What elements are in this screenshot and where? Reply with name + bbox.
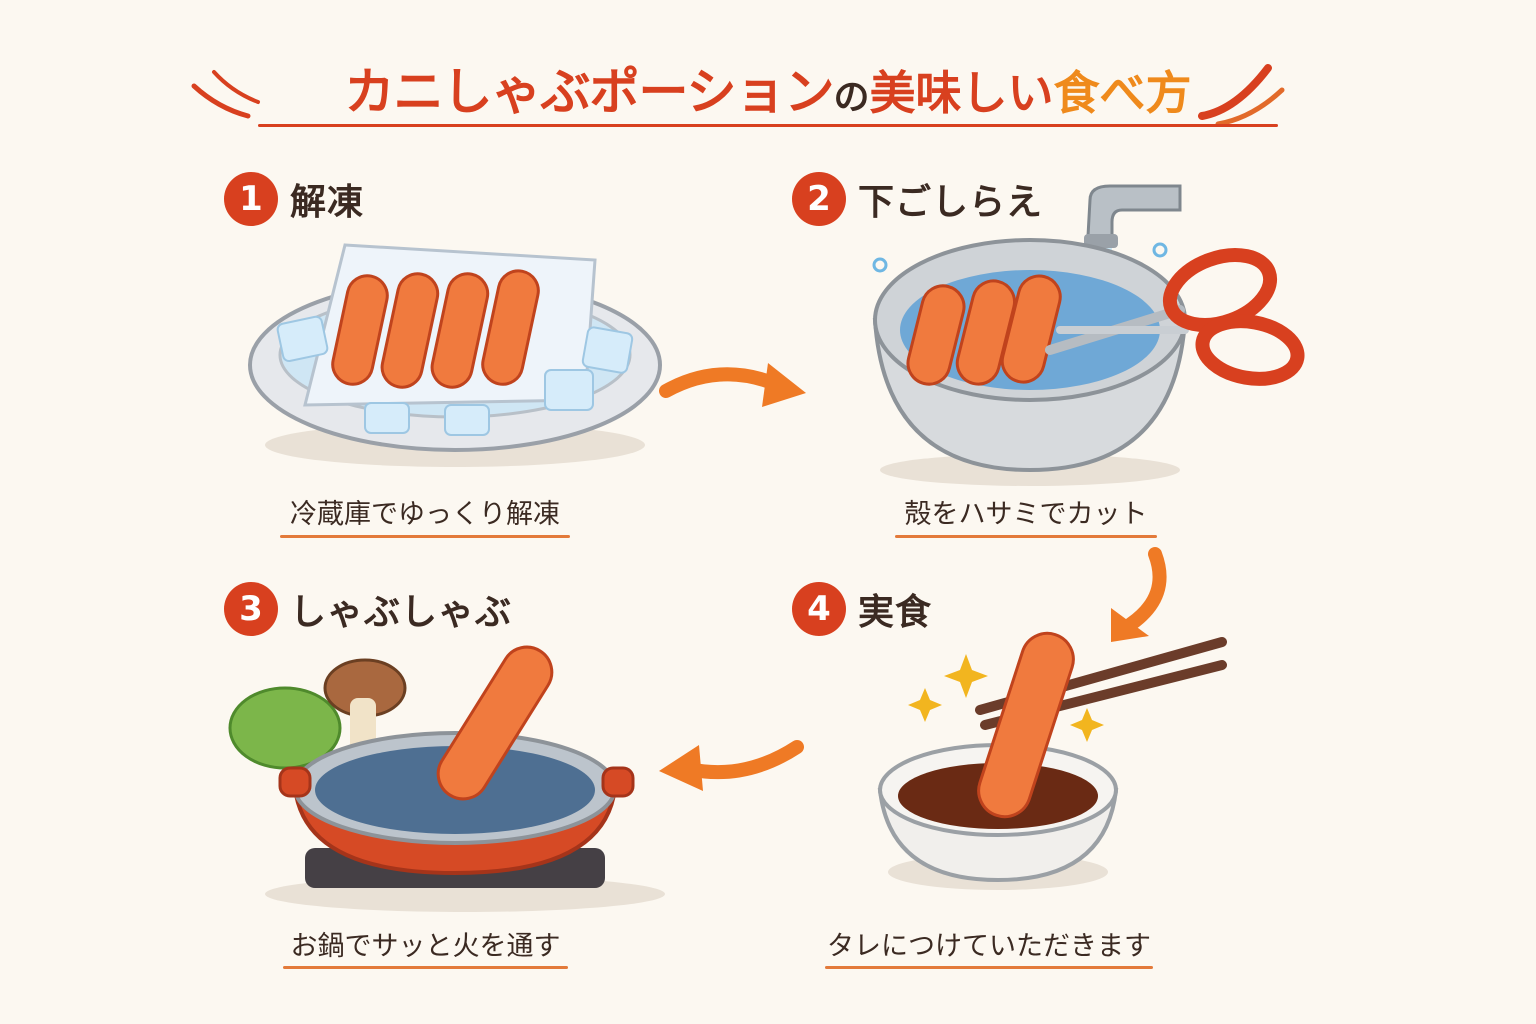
step-1-caption: 冷蔵庫でゆっくり解凍 (290, 499, 560, 530)
step-3-caption-underline (283, 966, 568, 969)
step-4-header: 4 実食 (792, 582, 932, 636)
step-4-number: 4 (792, 582, 846, 636)
step-3-title: しゃぶしゃぶ (290, 592, 513, 633)
dipping-sauce-illustration (877, 631, 1227, 890)
flourish-right-icon (1198, 64, 1285, 127)
step-2-caption: 殻をハサミでカット (904, 499, 1148, 530)
arrow-left-icon (659, 740, 804, 791)
title-part-howto: 食べ方 (1053, 66, 1192, 120)
arrow-right-icon (659, 363, 806, 407)
step-1-number: 1 (224, 172, 278, 226)
step-2-header: 2 下ごしらえ (792, 172, 1043, 226)
step-1-title: 解凍 (290, 182, 365, 223)
step-4-caption-underline (825, 966, 1153, 969)
step-3-header: 3 しゃぶしゃぶ (224, 582, 512, 636)
shabu-pot-illustration (228, 645, 665, 912)
step-4-title: 実食 (858, 592, 933, 633)
step-2-caption-underline (895, 535, 1157, 538)
title-part-particle: の (833, 77, 870, 118)
step-2-number: 2 (792, 172, 846, 226)
step-1-caption-underline (280, 535, 570, 538)
title-banner: カニしゃぶポーションの美味しい食べ方 (0, 40, 1536, 140)
page-title: カニしゃぶポーションの美味しい食べ方 (265, 52, 1271, 144)
title-part-product: カニしゃぶポーション (344, 63, 834, 121)
title-underline (258, 124, 1278, 127)
step-3-number: 3 (224, 582, 278, 636)
step-1-header: 1 解凍 (224, 172, 364, 226)
thaw-plate-illustration (248, 243, 662, 467)
flourish-left-icon (191, 70, 260, 119)
arrow-down-icon (1111, 547, 1167, 642)
bowl-scissors-illustration (872, 184, 1305, 486)
step-2-title: 下ごしらえ (858, 182, 1044, 223)
step-3-caption: お鍋でサッと火を通す (290, 931, 561, 962)
title-part-delicious: 美味しい (869, 66, 1054, 120)
step-4-caption: タレにつけていただきます (827, 931, 1151, 962)
